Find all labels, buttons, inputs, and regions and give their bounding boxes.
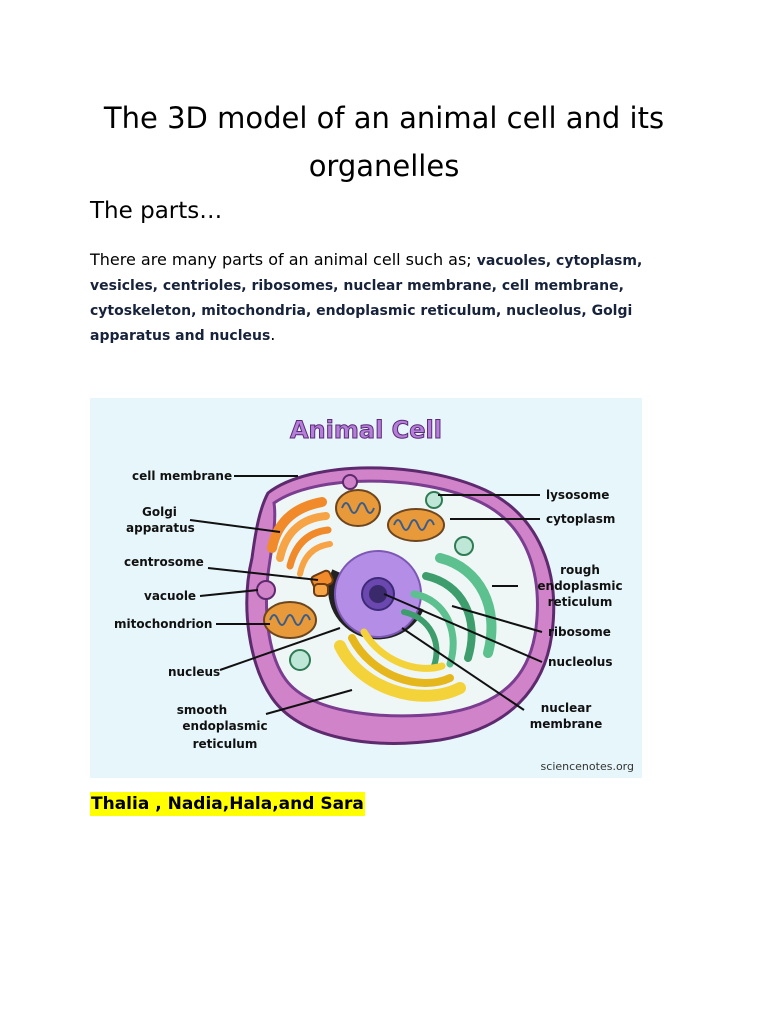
period: . — [270, 325, 276, 344]
animal-cell-diagram: Animal Cell — [90, 398, 642, 778]
smooth-endoplasmic-reticulum — [334, 628, 466, 702]
author-names: Thalia , Nadia,Hala,and Sara — [90, 792, 365, 816]
intro-text: There are many parts of an animal cell s… — [90, 250, 477, 269]
label-ribosome: ribosome — [548, 625, 611, 639]
centrosome — [310, 569, 334, 597]
section-heading: The parts… — [90, 198, 223, 224]
label-rough-2: endoplasmic — [537, 579, 622, 593]
document-title: The 3D model of an animal cell and its o… — [103, 101, 665, 183]
left-labels: cell membrane Golgi apparatus centrosome… — [114, 469, 268, 751]
intro-paragraph: There are many parts of an animal cell s… — [90, 248, 690, 348]
label-golgi-1: Golgi — [142, 505, 177, 519]
nucleus — [328, 550, 424, 640]
label-rough-1: rough — [560, 563, 600, 577]
label-smooth-2: endoplasmic — [182, 719, 267, 733]
label-cytoplasm: cytoplasm — [546, 512, 615, 526]
label-nucleus: nucleus — [168, 665, 220, 679]
leader-lines — [189, 475, 543, 715]
cell-diagram-svg: Animal Cell — [114, 416, 634, 774]
golgi-apparatus — [267, 497, 333, 577]
label-nucleolus: nucleolus — [548, 655, 613, 669]
label-centrosome: centrosome — [124, 555, 204, 569]
label-golgi-2: apparatus — [126, 521, 195, 535]
rough-endoplasmic-reticulum — [401, 553, 497, 669]
label-smooth-3: reticulum — [193, 737, 258, 751]
label-cell-membrane: cell membrane — [132, 469, 232, 483]
label-rough-3: reticulum — [548, 595, 613, 609]
label-vacuole: vacuole — [144, 589, 196, 603]
diagram-credit: sciencenotes.org — [541, 760, 634, 773]
label-lysosome: lysosome — [546, 488, 609, 502]
label-nuclear-2: membrane — [530, 717, 602, 731]
right-labels: lysosome cytoplasm rough endoplasmic ret… — [530, 488, 623, 731]
mitochondria — [263, 489, 445, 639]
diagram-title: Animal Cell — [290, 416, 442, 444]
label-mitochondrion: mitochondrion — [114, 617, 212, 631]
parts-list: vacuoles, cytoplasm, vesicles, centriole… — [90, 253, 643, 344]
label-nuclear-1: nuclear — [541, 701, 592, 715]
label-smooth-1: smooth — [177, 703, 227, 717]
